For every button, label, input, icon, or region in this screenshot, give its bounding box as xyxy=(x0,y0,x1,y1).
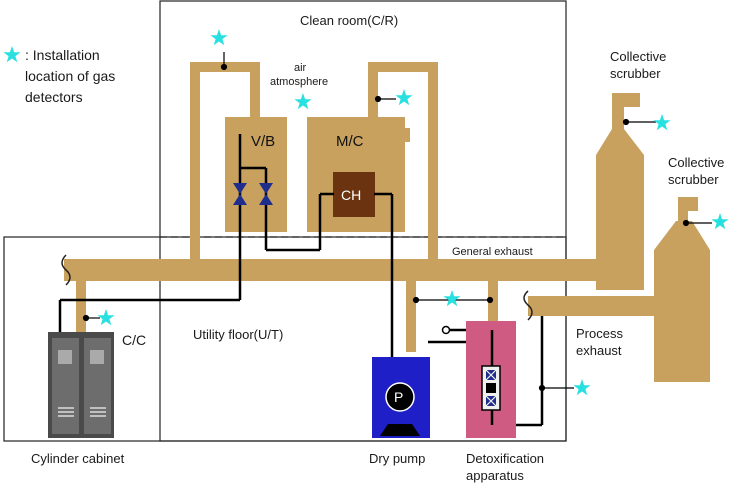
valve-left-2 xyxy=(233,194,247,205)
detector-leaders xyxy=(82,52,712,392)
detox-label-line-2: apparatus xyxy=(466,468,524,483)
duct-break-left xyxy=(61,254,71,286)
detox-duct-riser xyxy=(488,280,498,322)
dry-pump-label: Dry pump xyxy=(369,451,425,466)
star-icon xyxy=(97,309,115,326)
cc-label: C/C xyxy=(122,332,146,348)
collective-scrubber-2 xyxy=(654,197,710,382)
valve-right-1 xyxy=(259,183,273,194)
air-atmosphere-line-2: atmosphere xyxy=(270,76,328,88)
mc-duct-right-vertical xyxy=(428,62,438,260)
star-icon xyxy=(395,89,413,106)
chamber xyxy=(333,172,375,217)
star-icon xyxy=(573,379,591,396)
machine-port xyxy=(400,128,410,142)
star-icon xyxy=(294,93,312,110)
legend-line-3: detectors xyxy=(25,89,83,105)
dry-pump xyxy=(372,357,430,438)
valve-left-1 xyxy=(233,183,247,194)
vb-duct-right-down xyxy=(250,62,260,118)
scrubber-1-line-1: Collective xyxy=(610,49,666,64)
mc-duct-left-up xyxy=(368,62,378,118)
air-atmosphere-line-1: air xyxy=(294,62,307,74)
pump-symbol-label: P xyxy=(394,389,403,405)
mc-label: M/C xyxy=(336,133,364,150)
scrubber-2-line-1: Collective xyxy=(668,155,724,170)
process-exhaust-duct xyxy=(528,296,658,316)
general-exhaust-label: General exhaust xyxy=(452,246,533,258)
cylinder-cabinet-label: Cylinder cabinet xyxy=(31,451,125,466)
cc-duct-riser xyxy=(76,280,86,332)
mc-duct-top xyxy=(368,62,438,72)
clean-room-label: Clean room(C/R) xyxy=(300,13,398,28)
cylinder-cabinet xyxy=(48,332,114,438)
process-exhaust-line-1: Process xyxy=(576,326,623,341)
star-icon xyxy=(653,114,671,131)
sampling-point xyxy=(441,325,451,335)
vb-duct-left-vertical xyxy=(190,62,200,260)
legend-line-2: location of gas xyxy=(25,68,115,84)
vb-label: V/B xyxy=(251,133,275,150)
scrubber-1-line-2: scrubber xyxy=(610,66,661,81)
utility-floor-label: Utility floor(U/T) xyxy=(193,327,283,342)
scrubber-2-line-2: scrubber xyxy=(668,172,719,187)
detox-label-line-1: Detoxification xyxy=(466,451,544,466)
valve-right-2 xyxy=(259,194,273,205)
legend-line-1: : Installation xyxy=(25,47,100,63)
star-icon xyxy=(443,290,461,307)
ch-label: CH xyxy=(341,187,361,203)
collective-scrubber-1 xyxy=(596,93,644,290)
valve-box xyxy=(225,117,287,232)
process-exhaust-line-2: exhaust xyxy=(576,343,622,358)
duct-break-process xyxy=(523,290,533,321)
valves xyxy=(233,183,273,205)
general-exhaust-duct xyxy=(64,259,644,281)
star-icon xyxy=(3,46,21,63)
star-icon xyxy=(711,213,729,230)
star-icon xyxy=(210,29,228,46)
pump-duct-riser xyxy=(406,280,416,352)
